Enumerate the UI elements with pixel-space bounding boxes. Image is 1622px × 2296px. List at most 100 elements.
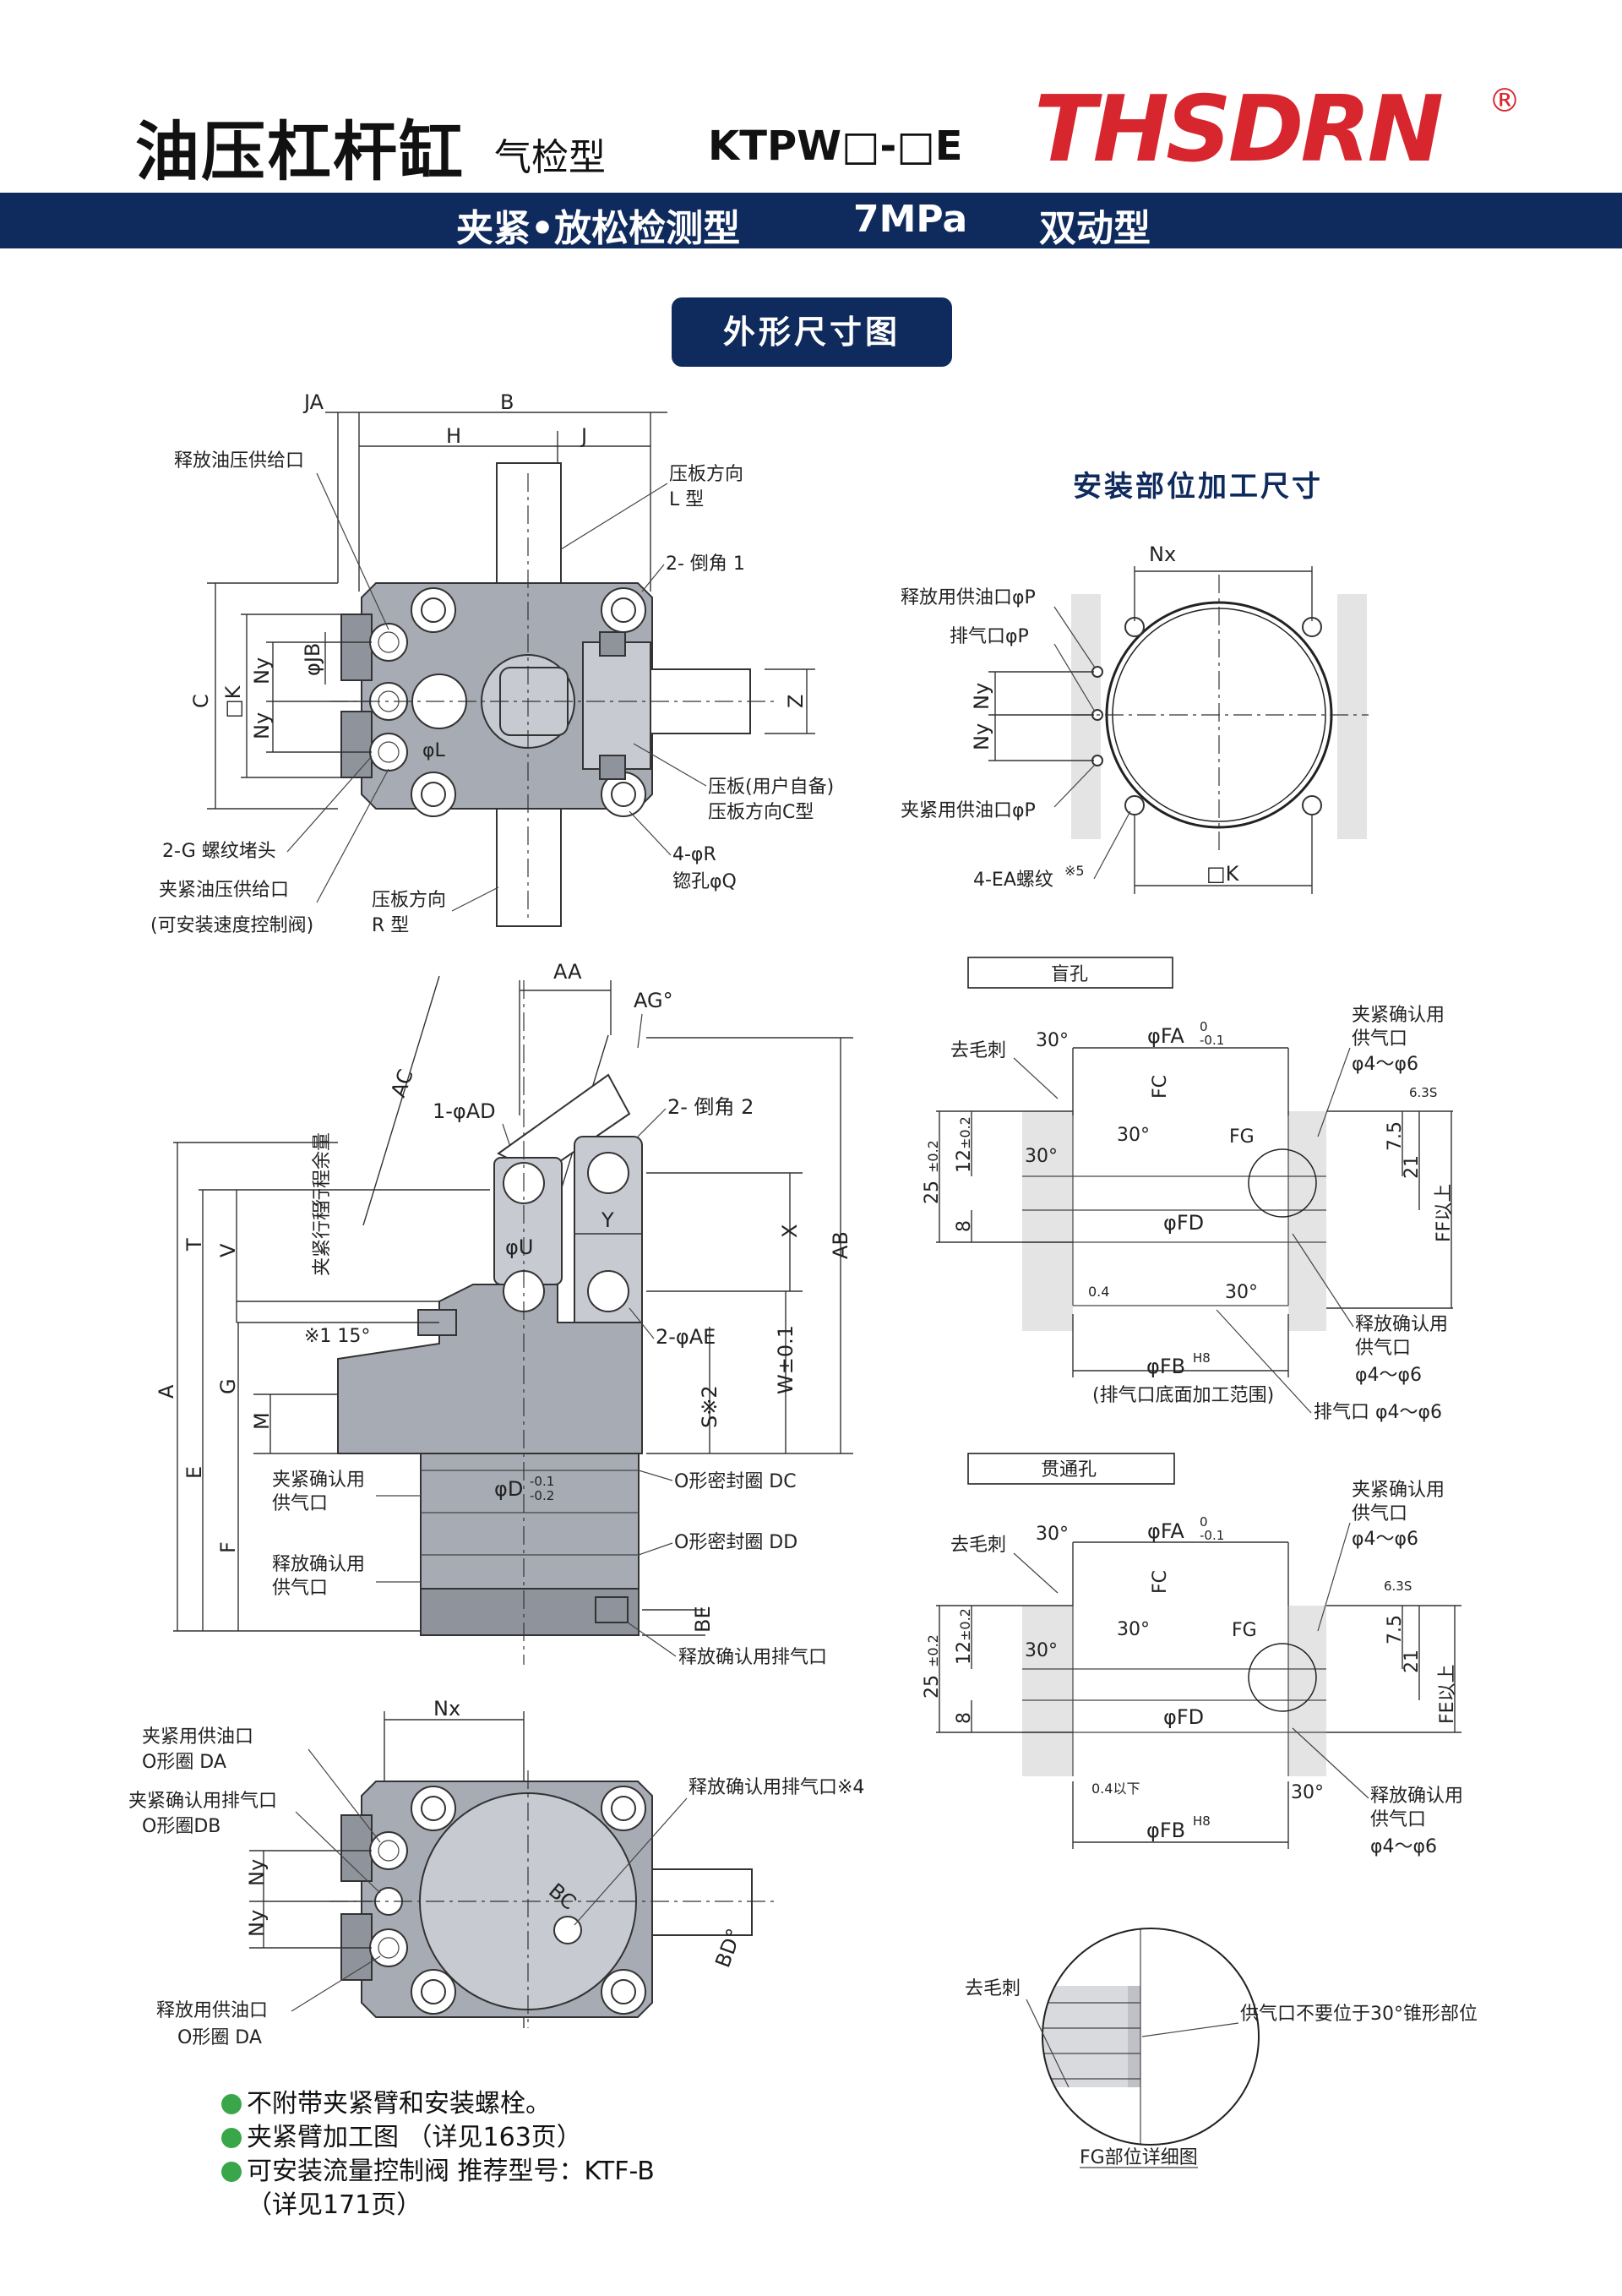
label-b-release-oil: 释放用供油口 xyxy=(156,2000,268,2021)
section-title: 外形尺寸图 xyxy=(672,297,952,367)
dim-chamfer2: 2- 倒角 2 xyxy=(667,1095,754,1119)
blind-deburr: 去毛刺 xyxy=(950,1040,1006,1061)
blind-fb-fit: H8 xyxy=(1193,1350,1211,1366)
dim-be: BE xyxy=(691,1606,715,1633)
blind-bottom-range: (排气口底面加工范围) xyxy=(1092,1385,1274,1406)
dim-jb: φJB xyxy=(301,643,324,676)
blind-r04: 0.4 xyxy=(1088,1284,1109,1300)
label-plate-dir-l: 压板方向 xyxy=(669,464,743,485)
through-fa: φFA xyxy=(1147,1519,1184,1543)
dim-ab: AB xyxy=(829,1231,852,1259)
dim-ag: AG° xyxy=(634,989,673,1012)
brand-logo: THSDRN ® xyxy=(1034,77,1521,177)
dim-k-install: □K xyxy=(1206,862,1240,886)
through-fa-tol-dn: -0.1 xyxy=(1200,1528,1224,1543)
dim-ad: 1-φAD xyxy=(433,1099,496,1123)
note-text: 不附带夹紧臂和安装螺栓。 xyxy=(247,2089,551,2119)
through-fb: φFB xyxy=(1146,1819,1185,1842)
blind-d21: 21 xyxy=(1402,1155,1423,1179)
label-clamp-oil: 夹紧油压供给口 xyxy=(159,880,289,901)
dim-ja: JA xyxy=(302,390,324,414)
through-fd: φFD xyxy=(1163,1705,1204,1729)
blind-release-range: φ4～φ6 xyxy=(1355,1365,1422,1386)
label-b-clamp-oil: 夹紧用供油口 xyxy=(142,1726,253,1748)
dim-ac: AC xyxy=(386,1066,418,1100)
banner-pressure: 7MPa xyxy=(853,198,968,241)
blind-fc: FC xyxy=(1150,1075,1171,1099)
blind-release-confirm: 释放确认用 xyxy=(1355,1314,1448,1335)
label-release-exhaust: 释放确认用排气口 xyxy=(678,1647,827,1668)
through-fa-tol-up: 0 xyxy=(1200,1514,1208,1530)
dim-t: T xyxy=(182,1238,206,1252)
through-clamp-supply: 供气口 xyxy=(1352,1503,1407,1524)
label-phi-d-tol-up: -0.1 xyxy=(530,1474,554,1489)
through-d12: 12 xyxy=(954,1641,975,1665)
dim-ny-i2: Ny xyxy=(970,723,993,750)
label-supply-port: 供气口 xyxy=(272,1493,328,1514)
label-speed-valve: (可安装速度控制阀) xyxy=(150,915,313,936)
dim-f: F xyxy=(216,1541,240,1553)
dim-ny-b2: Ny xyxy=(245,1910,269,1937)
through-angle-top: 30° xyxy=(1036,1524,1069,1545)
blind-fg: FG xyxy=(1229,1126,1255,1148)
install-title: 安装部位加工尺寸 xyxy=(1073,470,1323,504)
through-d21: 21 xyxy=(1402,1650,1423,1673)
blind-d8: 8 xyxy=(954,1220,975,1232)
through-angle-bot: 30° xyxy=(1291,1782,1324,1803)
through-fe: FE以上 xyxy=(1437,1664,1458,1724)
note-item: 可安装流量控制阀 推荐型号：KTF-B xyxy=(221,2155,655,2189)
dim-v: V xyxy=(216,1243,240,1257)
blind-angle-bot: 30° xyxy=(1225,1282,1258,1303)
blind-fa: φFA xyxy=(1147,1024,1184,1048)
bullet-icon xyxy=(221,2094,242,2114)
blind-fd: φFD xyxy=(1163,1211,1204,1235)
label-phi-l: φL xyxy=(422,740,446,761)
blind-hole-view: 盲孔 φFA 0 -0.1 去毛刺 30° 30° 30° 30° FC FG … xyxy=(922,957,1455,1423)
dim-ny-i1: Ny xyxy=(970,683,993,710)
through-deburr: 去毛刺 xyxy=(950,1535,1006,1556)
label-i-thread: 4-EA螺纹 xyxy=(973,870,1053,891)
label-bolt-holes: 4-φR xyxy=(672,844,716,865)
label-chamfer1: 2- 倒角 1 xyxy=(666,554,745,575)
dim-z: Z xyxy=(784,695,808,708)
through-angle-mid: 30° xyxy=(1117,1619,1150,1640)
through-clamp-range: φ4～φ6 xyxy=(1352,1529,1418,1550)
label-b-clamp-exhaust: 夹紧确认用排气口 xyxy=(128,1791,277,1812)
dim-a: A xyxy=(155,1384,178,1399)
through-r04: 0.4以下 xyxy=(1091,1781,1140,1797)
label-plate-l-type: L 型 xyxy=(669,489,704,510)
dim-ny-1: Ny xyxy=(250,657,274,684)
blind-d12: 12 xyxy=(954,1149,975,1173)
label-plate-dir-r: 压板方向 xyxy=(372,890,446,911)
label-plate-r-type: R 型 xyxy=(372,915,409,936)
note-item: 不附带夹紧臂和安装螺栓。 xyxy=(221,2087,655,2121)
note-text: 可安装流量控制阀 推荐型号：KTF-B xyxy=(247,2157,655,2186)
note-item: 夹紧臂加工图 （详见163页） xyxy=(221,2121,655,2155)
through-tag: 贯通孔 xyxy=(1041,1459,1097,1481)
dim-x: X xyxy=(778,1224,802,1238)
blind-d75: 7.5 xyxy=(1385,1121,1406,1151)
label-i-clamp-oil: 夹紧用供油口φP xyxy=(901,800,1036,821)
blind-fa-tol-dn: -0.1 xyxy=(1200,1033,1224,1048)
dim-aa: AA xyxy=(553,960,582,984)
blind-angle-top: 30° xyxy=(1036,1030,1069,1051)
label-stroke-margin: 行程余量 xyxy=(312,1132,333,1207)
notes-list: 不附带夹紧臂和安装螺栓。 夹紧臂加工图 （详见163页） 可安装流量控制阀 推荐… xyxy=(221,2087,655,2222)
label-release-confirm: 释放确认用 xyxy=(272,1554,365,1575)
blind-ff: FF以上 xyxy=(1434,1184,1455,1242)
blind-r635: 6.3S xyxy=(1409,1085,1437,1100)
spec-banner: 夹紧•放松检测型 7MPa 双动型 xyxy=(0,193,1622,250)
dim-nx-bottom: Nx xyxy=(433,1697,460,1721)
note-item: （详见171页） xyxy=(221,2189,655,2222)
dim-u: φU xyxy=(505,1235,533,1259)
dim-ny-2: Ny xyxy=(250,712,274,739)
blind-fa-tol-up: 0 xyxy=(1200,1019,1208,1034)
label-counterbore: 锪孔φQ xyxy=(672,871,737,892)
dim-b: B xyxy=(500,390,514,414)
dim-nx-install: Nx xyxy=(1149,543,1176,566)
blind-d25-tol: ±0.2 xyxy=(925,1140,941,1173)
model-number: KTPW□-□E xyxy=(708,123,963,170)
label-phi-d: φD xyxy=(494,1477,523,1501)
through-d12-tol: ±0.2 xyxy=(957,1608,973,1641)
fg-note: 供气口不要位于30°锥形部位 xyxy=(1240,2004,1478,2025)
